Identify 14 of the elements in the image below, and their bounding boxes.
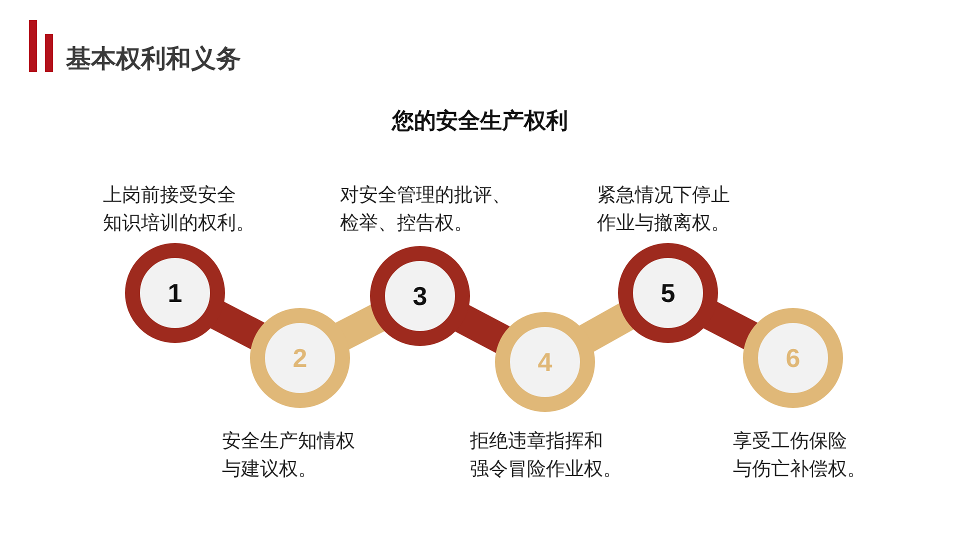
page-title: 基本权利和义务 — [66, 43, 241, 75]
step-number: 2 — [292, 342, 308, 374]
step-number: 4 — [538, 346, 552, 378]
section-heading: 您的安全生产权利 — [392, 108, 568, 136]
step-number: 3 — [412, 280, 428, 312]
right-description: 对安全管理的批评、检举、控告权。 — [340, 183, 511, 236]
step-number: 5 — [660, 278, 676, 308]
right-description: 紧急情况下停止作业与撤离权。 — [597, 183, 730, 236]
right-description: 享受工伤保险与伤亡补偿权。 — [733, 429, 866, 482]
right-description: 上岗前接受安全知识培训的权利。 — [103, 183, 255, 236]
step-number: 1 — [168, 278, 182, 308]
right-description: 拒绝违章指挥和强令冒险作业权。 — [470, 429, 622, 482]
step-number: 6 — [786, 342, 800, 374]
right-description: 安全生产知情权与建议权。 — [222, 429, 355, 482]
